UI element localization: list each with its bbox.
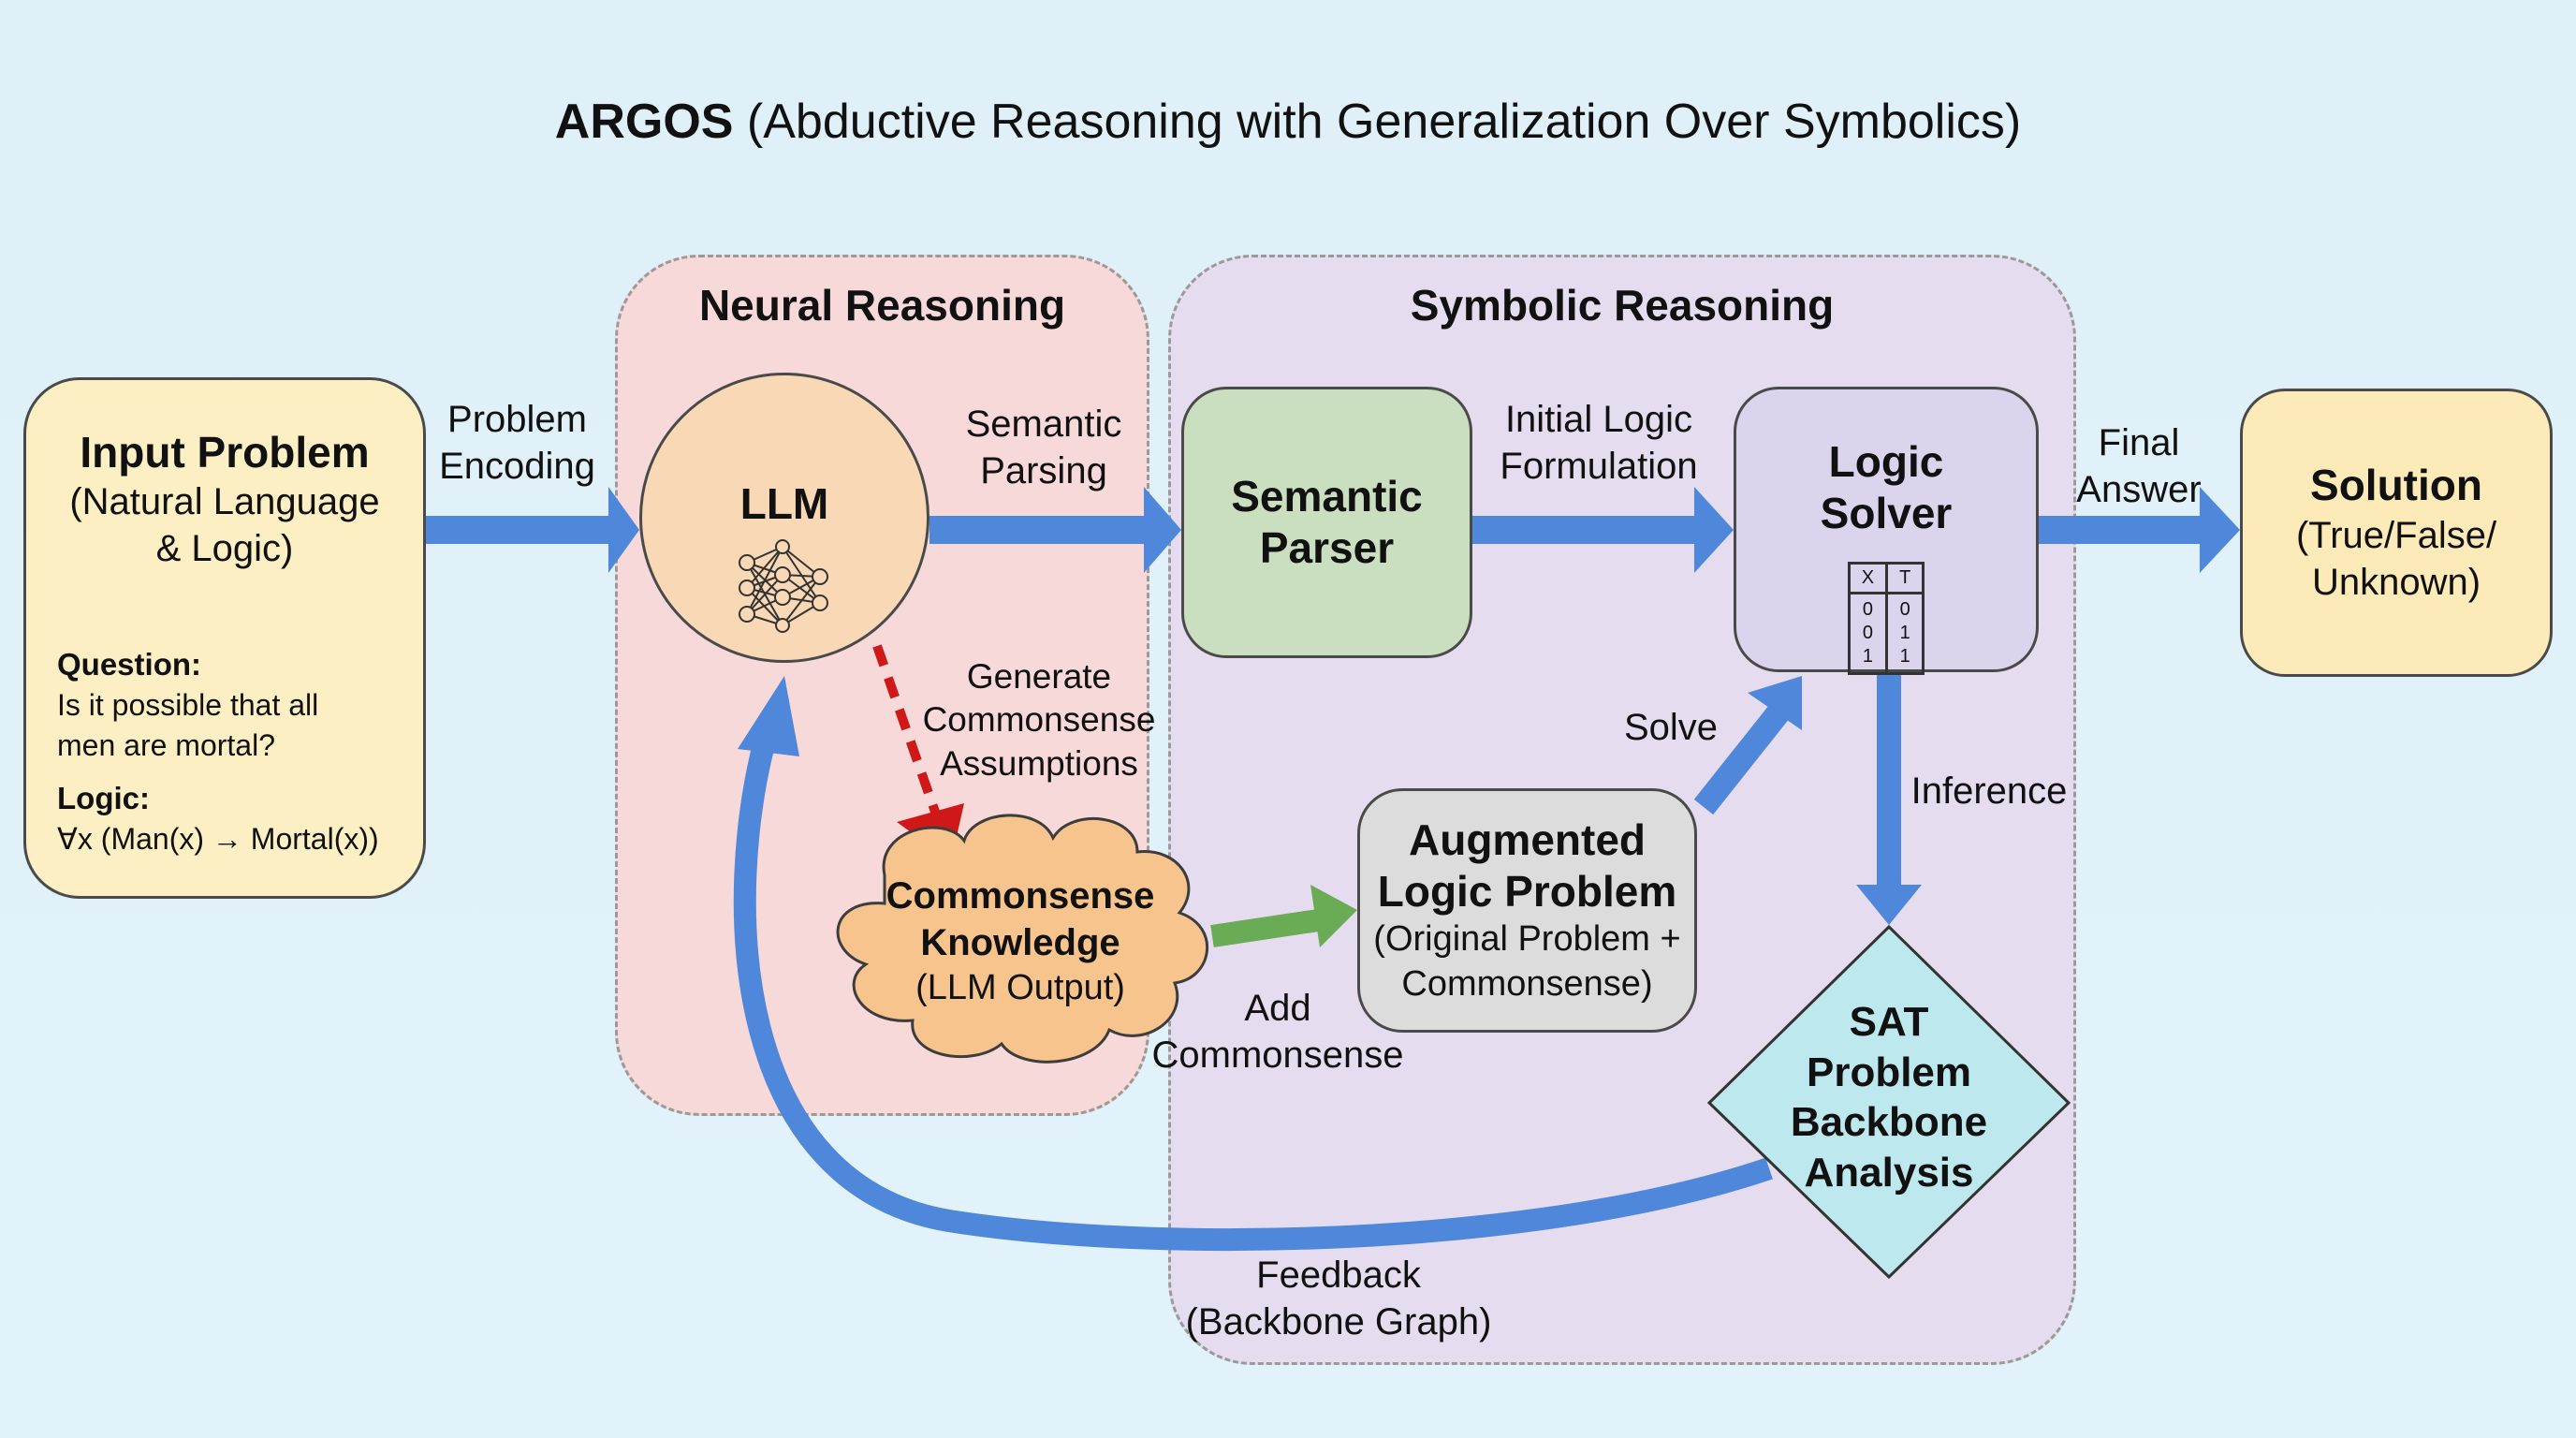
sat-line-3: Backbone	[1790, 1099, 1988, 1146]
augmented-sub-2: Commonsense)	[1401, 963, 1653, 1004]
problem-encoding-arrow-shaft	[426, 516, 627, 544]
inference-label: Inference	[1905, 768, 2073, 814]
truth-table-cell: 0	[1862, 623, 1873, 644]
logic-label: Logic:	[57, 781, 150, 816]
symbolic-region-title: Symbolic Reasoning	[1410, 281, 1835, 330]
truth-table-header: T	[1885, 563, 1924, 595]
solve-label: Solve	[1610, 704, 1732, 751]
augmented-sub-1: (Original Problem +	[1373, 919, 1681, 960]
truth-table-cell: 0	[1862, 599, 1873, 621]
commonsense-line-2: Knowledge	[920, 922, 1120, 963]
truth-table-cell: 1	[1885, 645, 1924, 674]
generate-commonsense-label: Generate Commonsense Assumptions	[913, 655, 1165, 785]
feedback-arrowhead	[738, 676, 799, 756]
commonsense-cloud-label: Commonsense Knowledge (LLM Output)	[842, 873, 1198, 1011]
inference-arrow-shaft	[1877, 672, 1901, 888]
neural-network-icon	[739, 539, 828, 633]
input-problem-subtitle-1: (Natural Language	[69, 481, 380, 523]
question-label: Question:	[57, 647, 201, 682]
edge-label-line: Final	[2098, 422, 2180, 463]
title-expansion: (Abductive Reasoning with Generalization…	[733, 95, 2022, 149]
logic-solver-line-1: Logic	[1828, 437, 1944, 486]
edge-label-line: (Backbone Graph)	[1185, 1301, 1492, 1343]
sat-diamond	[1706, 924, 2071, 1280]
truth-table-header: X	[1849, 563, 1887, 595]
edge-label-line: Assumptions	[940, 743, 1138, 783]
logic-solver-node: Logic Solver X T 0 0 0 1 1 1	[1734, 387, 2039, 676]
edge-label-line: Commonsense	[1151, 1034, 1404, 1076]
neural-region-title: Neural Reasoning	[698, 281, 1066, 330]
input-problem-node: Input Problem (Natural Language & Logic)…	[23, 377, 426, 899]
solution-node: Solution (True/False/ Unknown)	[2240, 389, 2553, 677]
edge-label-line: Commonsense	[922, 700, 1156, 740]
semantic-parser-node: Semantic Parser	[1181, 387, 1472, 658]
add-commonsense-label: Add Commonsense	[1142, 985, 1413, 1078]
augmented-line-2: Logic Problem	[1377, 867, 1677, 916]
inference-arrowhead	[1856, 885, 1922, 925]
input-problem-details: Question: Is it possible that all men ar…	[26, 645, 379, 859]
edge-label-line: Semantic	[965, 404, 1122, 445]
final-answer-label: Final Answer	[2059, 419, 2218, 513]
semantic-parsing-arrowhead	[1144, 487, 1181, 573]
initial-logic-arrowhead	[1694, 487, 1734, 573]
edge-label-line: Feedback	[1256, 1255, 1421, 1296]
input-problem-subtitle-2: & Logic)	[155, 528, 294, 570]
diagram-title: ARGOS (Abductive Reasoning with Generali…	[0, 94, 2576, 150]
solution-line-2: Unknown)	[2311, 561, 2481, 603]
edge-label-line: Formulation	[1500, 446, 1698, 487]
semantic-parser-line-1: Semantic	[1231, 471, 1423, 521]
sat-line-4: Analysis	[1804, 1150, 1974, 1196]
question-text-2: men are mortal?	[57, 728, 275, 763]
llm-label: LLM	[739, 479, 829, 528]
edge-label-line: Generate	[966, 657, 1112, 696]
sat-backbone-label: SAT Problem Backbone Analysis	[1750, 997, 2027, 1198]
problem-encoding-label: Problem Encoding	[426, 396, 608, 490]
solve-arrow-shaft	[1693, 698, 1793, 815]
sat-line-1: SAT	[1849, 999, 1929, 1045]
initial-logic-arrow-shaft	[1472, 516, 1702, 544]
final-answer-arrowhead	[2200, 487, 2240, 573]
sat-line-2: Problem	[1806, 1049, 1972, 1095]
add-commonsense-arrow-shaft	[1210, 908, 1326, 947]
input-problem-heading: Input Problem	[80, 428, 370, 477]
generate-commonsense-arrow-shaft	[872, 644, 941, 816]
edge-label-line: Inference	[1910, 770, 2068, 812]
problem-encoding-arrowhead	[608, 487, 639, 573]
edge-label-line: Problem	[447, 399, 587, 440]
add-commonsense-arrowhead	[1310, 885, 1357, 947]
augmented-logic-problem-node: Augmented Logic Problem (Original Proble…	[1357, 788, 1697, 1033]
commonsense-sub: (LLM Output)	[915, 968, 1125, 1007]
llm-node: LLM	[639, 373, 929, 663]
semantic-parsing-label: Semantic Parsing	[941, 401, 1147, 494]
edge-label-line: Encoding	[439, 446, 595, 487]
final-answer-arrow-shaft	[2039, 516, 2207, 544]
edge-label-line: Initial Logic	[1504, 399, 1693, 440]
edge-label-line: Solve	[1623, 707, 1719, 748]
question-text-1: Is it possible that all	[57, 688, 319, 723]
commonsense-cloud	[836, 814, 1208, 1064]
commonsense-line-1: Commonsense	[886, 875, 1155, 917]
solution-heading: Solution	[2310, 461, 2482, 510]
semantic-parsing-arrow-shaft	[929, 516, 1159, 544]
title-acronym: ARGOS	[554, 95, 734, 149]
semantic-parser-line-2: Parser	[1259, 523, 1395, 572]
logic-formula: ∀x (Man(x) → Mortal(x))	[57, 822, 379, 857]
truth-table-cell: 1	[1885, 622, 1924, 646]
solve-arrowhead	[1748, 676, 1802, 730]
initial-logic-formulation-label: Initial Logic Formulation	[1472, 396, 1725, 490]
edge-label-line: Add	[1244, 988, 1311, 1029]
truth-table-icon: X T 0 0 0 1 1 1	[1847, 562, 1925, 676]
truth-table-cell: 1	[1862, 646, 1873, 668]
logic-solver-line-2: Solver	[1820, 489, 1953, 538]
edge-label-line: Parsing	[980, 450, 1107, 492]
edge-label-line: Answer	[2076, 469, 2202, 510]
solution-line-1: (True/False/	[2295, 514, 2497, 556]
feedback-label: Feedback (Backbone Graph)	[1161, 1252, 1516, 1345]
augmented-line-1: Augmented	[1409, 814, 1646, 864]
truth-table-cell: 0	[1885, 593, 1924, 623]
feedback-arrow	[733, 726, 1773, 1252]
